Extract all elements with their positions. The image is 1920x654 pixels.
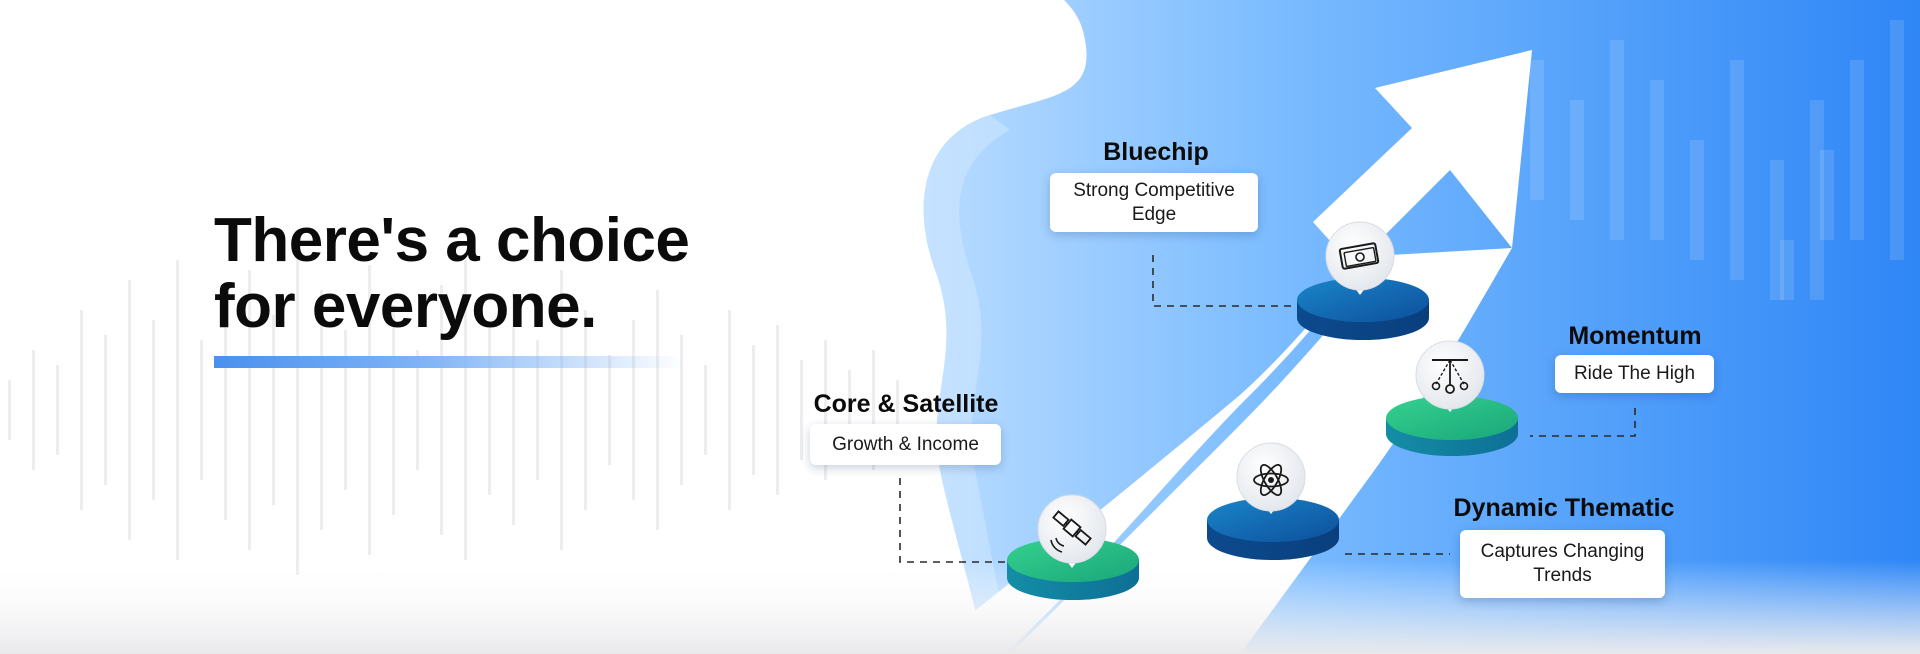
waveform-bar [656, 290, 659, 530]
candlestick-bar [1690, 140, 1704, 260]
satellite-icon [1037, 494, 1107, 568]
waveform-bar [872, 350, 875, 470]
pendulum-icon [1415, 340, 1485, 412]
waveform-bar [632, 320, 635, 500]
waveform-bar [272, 315, 275, 505]
dynamic-thematic-pedestal [1207, 498, 1339, 560]
waveform-bar [560, 270, 563, 550]
candlestick-bar [1850, 60, 1864, 240]
waveform-bar [848, 370, 851, 450]
bluechip-description: Strong Competitive Edge [1050, 173, 1258, 232]
bluechip-pedestal [1297, 278, 1429, 340]
atom-icon [1236, 442, 1306, 514]
waveform-bar [224, 300, 227, 520]
waveform-bar [680, 335, 683, 485]
dynamic-thematic-description: Captures Changing Trends [1460, 530, 1665, 598]
waveform-bar [296, 245, 299, 575]
waveform-bar [824, 340, 827, 480]
waveform-bar [104, 335, 107, 485]
waveform-bar [800, 360, 803, 460]
waveform-bar [8, 380, 11, 440]
candlestick-bar [1810, 100, 1824, 300]
waveform-bar [752, 345, 755, 475]
waveform-bar [368, 265, 371, 555]
candlestick-bar [1530, 60, 1544, 200]
candlestick-bar [1730, 60, 1744, 280]
waveform-bar [320, 290, 323, 530]
waveform-bar [416, 350, 419, 470]
momentum-title: Momentum [1568, 322, 1702, 350]
growth-arrow [920, 50, 1532, 654]
core-satellite-description: Growth & Income [810, 424, 1001, 465]
core-satellite-title: Core & Satellite [813, 390, 999, 418]
candlestick-bar [1890, 20, 1904, 260]
waveform-bar [392, 305, 395, 515]
momentum-pedestal [1386, 396, 1518, 456]
headline-underline [214, 356, 684, 368]
momentum-description: Ride The High [1555, 355, 1714, 393]
candlestick-bar [1780, 240, 1794, 300]
headline-line-1: There's a choice [214, 206, 690, 275]
candlestick-decoration [1530, 20, 1904, 300]
waveform-bar [488, 325, 491, 495]
waveform-bar [440, 285, 443, 535]
waveform-decoration [8, 245, 899, 575]
waveform-bar [728, 310, 731, 510]
waveform-bar [608, 355, 611, 465]
connector-lines [899, 255, 1636, 563]
waveform-bar [56, 365, 59, 455]
headline-line-2: for everyone. [214, 272, 597, 341]
candlestick-bar [1570, 100, 1584, 220]
waveform-bar [128, 280, 131, 540]
waveform-bar [344, 330, 347, 490]
waveform-bar [896, 380, 899, 440]
candlestick-bar [1770, 160, 1784, 300]
waveform-bar [176, 260, 179, 560]
waveform-bar [536, 340, 539, 480]
headline: There's a choice for everyone. [214, 206, 690, 341]
candlestick-bar [1820, 150, 1834, 240]
waveform-bar [464, 260, 467, 560]
waveform-bar [512, 295, 515, 525]
waveform-bar [248, 270, 251, 550]
waveform-bar [32, 350, 35, 470]
waveform-bar [152, 320, 155, 500]
waveform-bar [776, 325, 779, 495]
bluechip-title: Bluechip [1103, 138, 1209, 166]
candlestick-bar [1650, 80, 1664, 240]
light-blue-wave [923, 115, 1010, 654]
waveform-bar [200, 340, 203, 480]
banknote-icon [1325, 221, 1395, 295]
waveform-bar [584, 310, 587, 510]
waveform-bar [704, 365, 707, 455]
dynamic-thematic-title: Dynamic Thematic [1453, 494, 1675, 522]
candlestick-bar [1610, 40, 1624, 240]
waveform-bar [80, 310, 83, 510]
